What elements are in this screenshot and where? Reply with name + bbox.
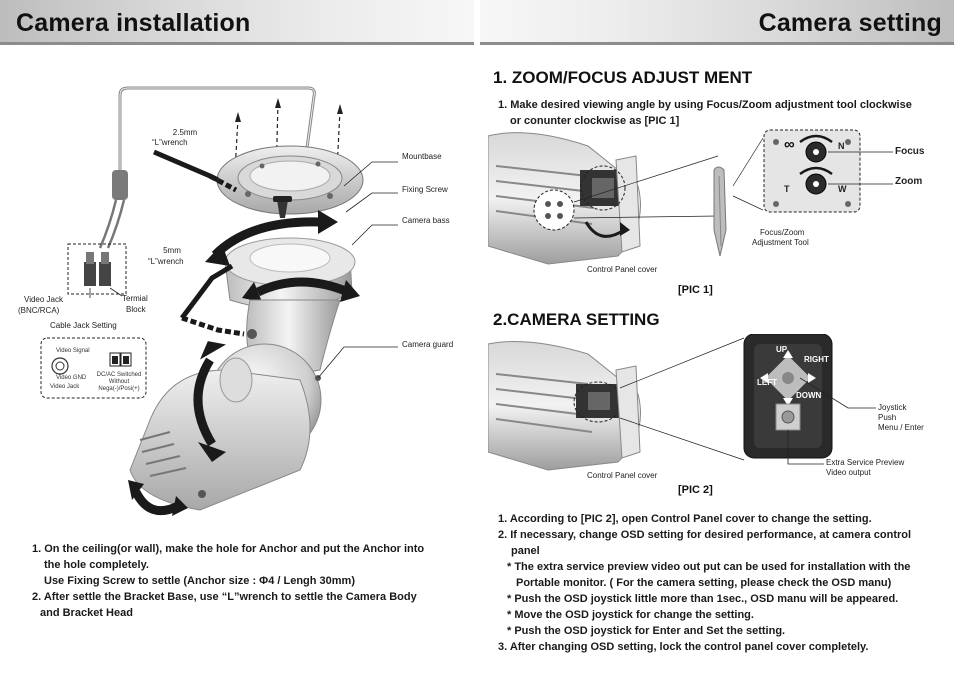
camera-housing	[129, 369, 311, 511]
label-joystick-down: DOWN	[796, 391, 822, 400]
label-fixing-screw: Fixing Screw	[402, 185, 448, 194]
cable-jack-box	[67, 243, 127, 295]
label-w: W	[838, 184, 847, 194]
joystick-left-arrow	[760, 373, 768, 383]
label-n: N	[838, 141, 845, 151]
label-dc-ac: DC/AC Switched	[96, 372, 142, 378]
installation-step-1-screw: Use Fixing Screw to settle (Anchor size …	[44, 575, 355, 587]
zoom-instructions: 1. Make desired viewing angle by using F…	[498, 97, 948, 129]
page-title-setting: Camera setting	[758, 9, 942, 37]
label-dc-ac-2: Without	[108, 379, 130, 385]
label-extra-service-2: Video output	[826, 468, 871, 477]
zoom-instruction-line-2: or conunter clockwise as [PIC 1]	[510, 115, 680, 127]
pic1-panel-highlight	[580, 165, 626, 211]
setting-step-2-cont: panel	[511, 545, 540, 557]
video-jack-connector	[84, 252, 96, 286]
label-joystick-left: LEFT	[757, 378, 777, 387]
label-control-panel-cover-1: Control Panel cover	[587, 265, 658, 274]
leader-lines	[317, 161, 398, 379]
label-joystick-up: UP	[776, 345, 788, 354]
label-tool-name: Focus/Zoom	[760, 228, 805, 237]
installation-step-2-cont: and Bracket Head	[40, 607, 133, 619]
label-video-jack-type: (BNC/RCA)	[18, 306, 60, 315]
label-camera-bass: Camera bass	[402, 216, 450, 225]
terminal-block-connector	[99, 252, 111, 286]
label-control-panel-cover-2: Control Panel cover	[587, 471, 658, 480]
setting-step-1: 1. According to [PIC 2], open Control Pa…	[498, 513, 872, 525]
installation-step-1: 1. On the ceiling(or wall), make the hol…	[32, 543, 425, 555]
section-title-camera-setting: 2.CAMERA SETTING	[493, 310, 660, 329]
label-infinity: ∞	[784, 136, 795, 153]
fixing-screw	[277, 200, 288, 218]
setting-step-2: 2. If necessary, change OSD setting for …	[498, 529, 912, 541]
label-cable-jack-setting: Cable Jack Setting	[50, 321, 117, 330]
joystick-right-arrow	[808, 373, 816, 383]
pic1-caption: [PIC 1]	[678, 284, 713, 296]
setting-steps: 1. According to [PIC 2], open Control Pa…	[498, 511, 950, 655]
label-tool-name-2: Adjustment Tool	[752, 238, 809, 247]
label-focus: Focus	[895, 146, 925, 157]
joystick-up-arrow	[783, 350, 793, 358]
label-l-wrench-small-size: 2.5mm	[172, 128, 198, 137]
label-video-jack: Video Jack	[24, 295, 63, 304]
label-l-wrench-large-size: 5mm	[163, 246, 181, 255]
pic1-zoom-lens-detail	[533, 189, 575, 231]
label-terminal-block-2: Block	[126, 305, 146, 314]
l-wrench-small	[153, 149, 220, 183]
label-mountbase: Mountbase	[402, 152, 442, 161]
installation-steps: 1. On the ceiling(or wall), make the hol…	[32, 541, 472, 621]
setting-note-2: * Push the OSD joystick little more than…	[507, 593, 899, 605]
joystick-down-arrow	[783, 398, 793, 406]
label-t: T	[784, 184, 790, 194]
label-l-wrench-large-name: “L”wrench	[148, 257, 184, 266]
cable-grommet	[112, 170, 128, 200]
page-title-installation: Camera installation	[16, 9, 251, 37]
setting-note-4: * Push the OSD joystick for Enter and Se…	[507, 625, 786, 637]
setting-step-3: 3. After changing OSD setting, lock the …	[498, 641, 869, 653]
setting-note-1: * The extra service preview video out pu…	[507, 561, 911, 573]
section-title-zoom-focus: 1. ZOOM/FOCUS ADJUST MENT	[493, 68, 753, 87]
header-underline	[0, 42, 474, 45]
label-joystick-menu: Menu / Enter	[878, 423, 924, 432]
pic2-control-panel-cover	[615, 365, 641, 459]
label-video-signal: Video Signal	[56, 348, 90, 354]
label-zoom: Zoom	[895, 176, 923, 187]
video-jack-symbol	[51, 357, 69, 375]
label-joystick-push: Push	[878, 413, 897, 422]
cable-jack-setting-box	[40, 337, 147, 399]
camera-installation-diagram	[40, 86, 398, 516]
zoom-instruction-line-1: 1. Make desired viewing angle by using F…	[498, 99, 912, 111]
setting-note-1-cont: Portable monitor. ( For the camera setti…	[516, 577, 892, 589]
label-joystick-right: RIGHT	[804, 355, 829, 364]
pic1-diagram	[488, 129, 893, 265]
label-dc-ac-3: Nega(-)/Posi(+)	[98, 386, 140, 392]
pic1-adjustment-panel	[763, 129, 861, 213]
l-wrench-large	[180, 263, 234, 320]
pic2-caption: [PIC 2]	[678, 484, 713, 496]
tilt-arrow	[193, 357, 216, 447]
label-video-jack-small: Video Jack	[50, 384, 80, 390]
header-left: Camera installation	[0, 0, 474, 45]
label-camera-guard: Camera guard	[402, 340, 454, 349]
label-joystick: Joystick	[878, 403, 907, 412]
label-l-wrench-small-name: “L”wrench	[152, 138, 188, 147]
label-video-gnd: Video GND	[56, 375, 87, 381]
label-extra-service: Extra Service Preview	[826, 458, 905, 467]
pic2-diagram	[488, 334, 876, 471]
setting-note-3: * Move the OSD joystick for change the s…	[507, 609, 754, 621]
label-terminal-block: Termial	[122, 294, 148, 303]
header-underline	[480, 42, 954, 45]
installation-step-2: 2. After settle the Bracket Base, use “L…	[32, 591, 417, 603]
installation-step-1-cont: the hole completely.	[44, 559, 149, 571]
dc-ac-switch-symbol	[109, 352, 132, 367]
header-right: Camera setting	[480, 0, 954, 45]
